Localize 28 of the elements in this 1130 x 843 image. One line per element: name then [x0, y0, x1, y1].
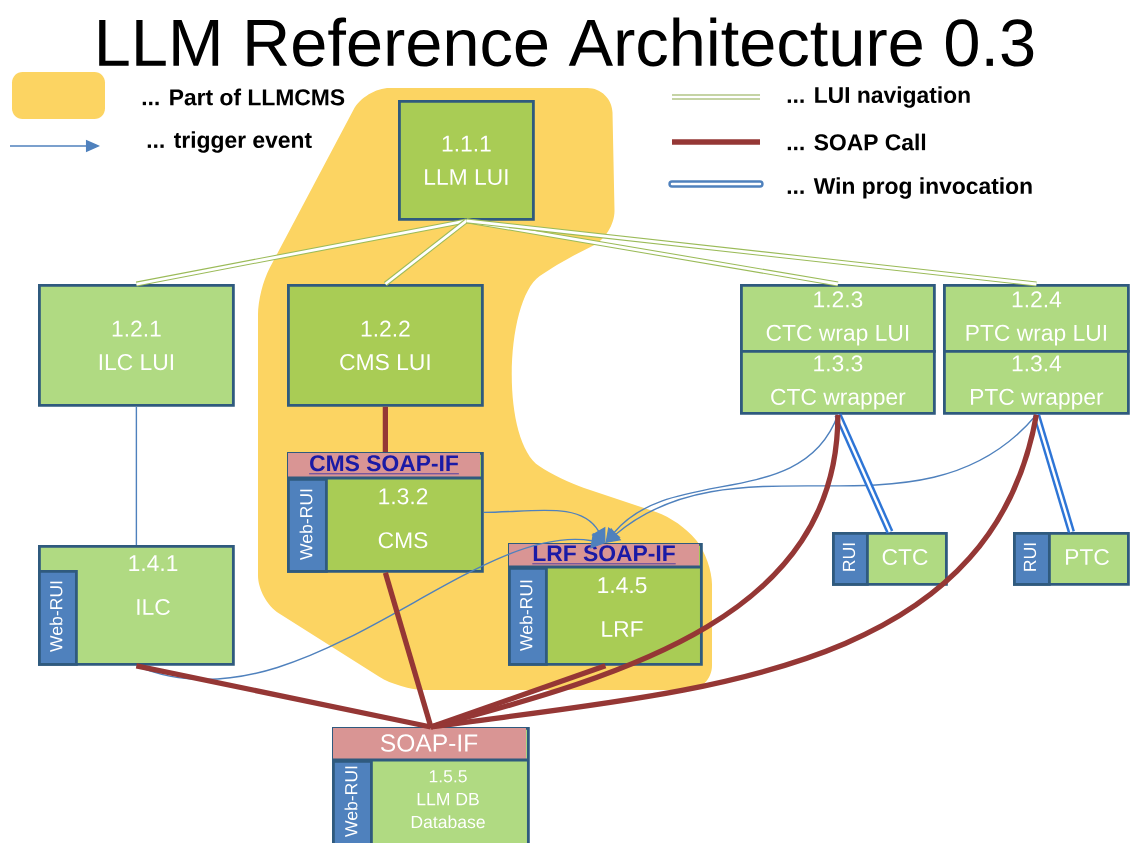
component-box: 1.2.1 ILC LUI [38, 284, 235, 407]
rui-band: Web-RUI [287, 478, 328, 573]
component-box: 1.2.2 CMS LUI [287, 284, 484, 407]
title: LLM Reference Architecture 0.3 [99, 17, 1034, 67]
rui-band: Web-RUI [332, 760, 373, 843]
legend-label: ... trigger event [147, 131, 312, 153]
component-box: 1.3.3 CTC wrapper [740, 350, 936, 415]
component-box: 1.3.4 PTC wrapper [943, 350, 1130, 415]
connector-line [135, 663, 432, 730]
legend-label: ... LUI navigation [787, 86, 970, 108]
connector-line [382, 572, 434, 728]
connector-line [135, 218, 467, 287]
legend-label: ... Win prog invocation [787, 177, 1032, 199]
component-box: 1.1.1 LLM LUI [398, 100, 535, 221]
rui-band: Web-RUI [38, 570, 78, 666]
rui-band: RUI [832, 532, 869, 586]
legend-label: ... Part of LLMCMS [142, 88, 345, 106]
legend-label: ... SOAP Call [787, 133, 926, 151]
component-box: 1.2.4 PTC wrap LUI [943, 284, 1130, 353]
connector-line [135, 406, 138, 546]
rui-band: Web-RUI [508, 567, 548, 666]
arrow [483, 509, 606, 543]
rui-band: RUI [1013, 532, 1051, 586]
component-box: 1.2.3 CTC wrap LUI [740, 284, 936, 353]
connector-line [466, 218, 1037, 287]
connector-line [430, 414, 1039, 730]
connector-line [382, 406, 389, 452]
connector-line [383, 218, 468, 286]
